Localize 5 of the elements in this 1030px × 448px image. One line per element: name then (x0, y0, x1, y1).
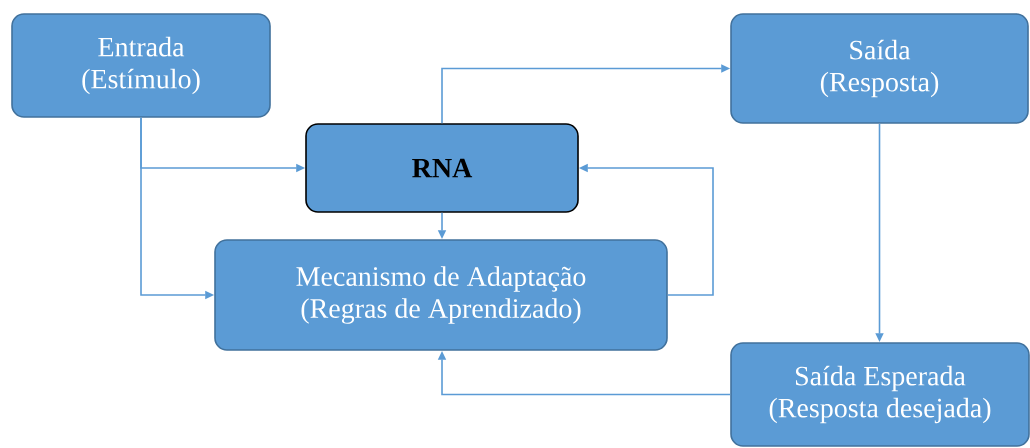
process-box: Saída (Resposta) (730, 13, 1029, 124)
process-box: Mecanismo de Adaptação (Regras de Aprendizado) (214, 239, 668, 351)
process-box: Entrada (Estímulo) (11, 13, 271, 118)
process-box: RNA (305, 123, 579, 213)
process-box: Saída Esperada (Resposta desejada) (730, 342, 1030, 447)
